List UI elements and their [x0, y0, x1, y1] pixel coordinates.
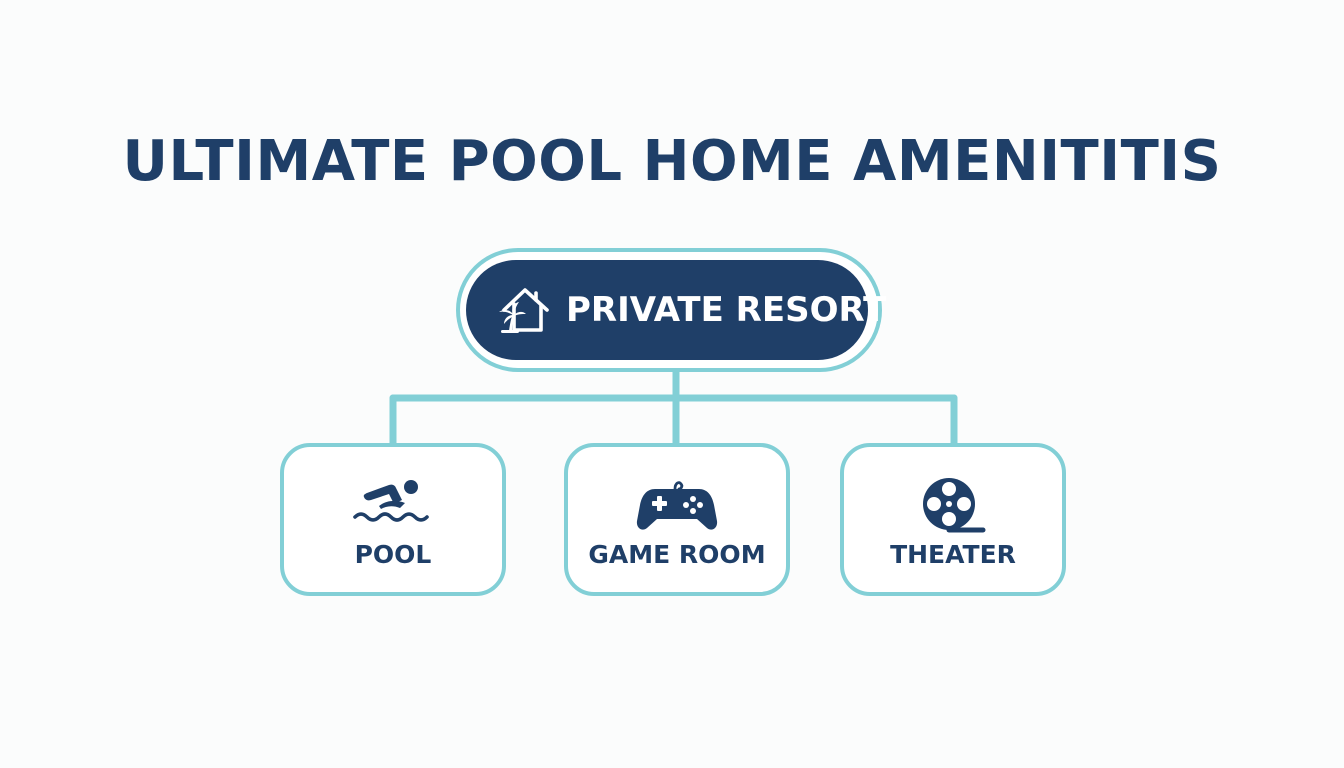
child-node-game-room[interactable]: GAME ROOM: [564, 443, 790, 596]
film-reel-icon: [923, 478, 986, 533]
game-controller-icon: [636, 481, 718, 530]
child-node-theater[interactable]: THEATER: [840, 443, 1066, 596]
house-palm-icon: [499, 288, 549, 333]
child-node-pool[interactable]: POOL: [280, 443, 506, 596]
swimmer-icon: [353, 480, 429, 522]
child-node-game-room-label: GAME ROOM: [588, 540, 766, 569]
child-node-theater-label: THEATER: [890, 540, 1016, 569]
page-title: ULTIMATE POOL HOME AMENITITIS: [122, 129, 1222, 194]
root-node[interactable]: PRIVATE RESORT: [466, 260, 886, 360]
child-node-pool-label: POOL: [354, 540, 432, 569]
root-node-label: PRIVATE RESORT: [566, 290, 887, 330]
